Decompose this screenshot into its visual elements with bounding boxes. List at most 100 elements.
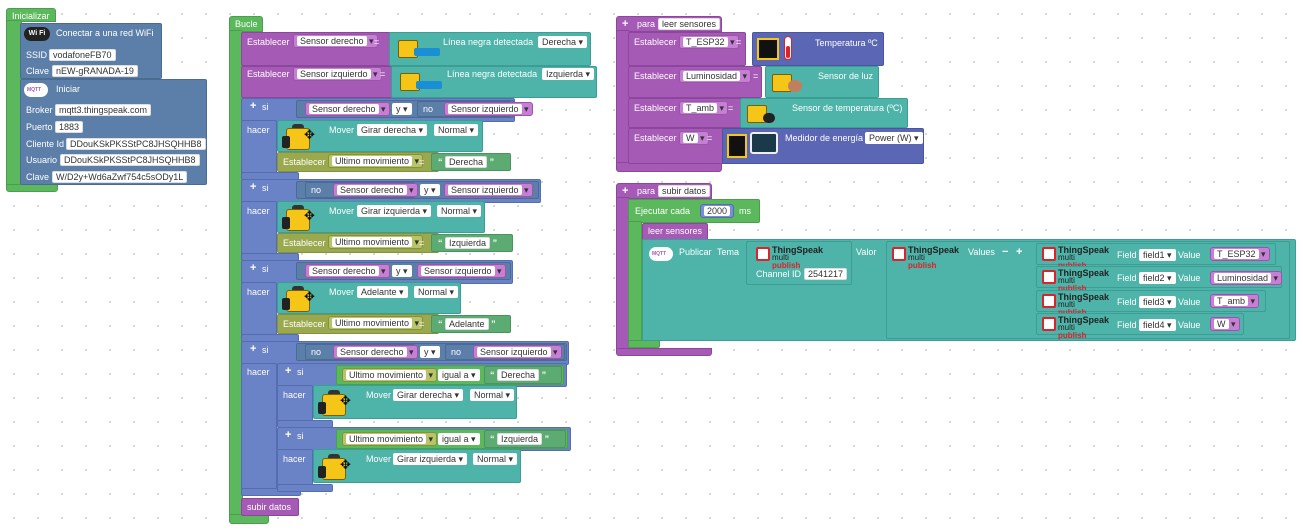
and-op-4[interactable]: y ▾ <box>420 346 440 358</box>
channel-field[interactable]: 2541217 <box>804 268 848 280</box>
var-last-move-1[interactable]: Ultimo movimiento ▾ <box>328 154 424 168</box>
temp-amb-block[interactable] <box>740 98 908 128</box>
move-dir-3[interactable]: Adelante ▾ <box>357 286 408 298</box>
init-block[interactable] <box>6 8 56 22</box>
move-speed-2[interactable]: Normal ▾ <box>437 205 482 217</box>
esp32-board-icon <box>757 38 779 60</box>
cond-b-4[interactable]: Sensor izquierdo ▾ <box>473 345 562 359</box>
and-op-3[interactable]: y ▾ <box>392 265 412 277</box>
port-field[interactable]: 1883 <box>55 121 84 133</box>
cond-a-4[interactable]: Sensor derecho ▾ <box>333 345 418 359</box>
read-plus-icon[interactable]: + <box>622 18 629 30</box>
tema-label: Tema <box>717 247 740 257</box>
line-sensor-option[interactable]: Derecha ▾ <box>538 36 588 48</box>
move-dir-1[interactable]: Girar derecha ▾ <box>357 124 428 136</box>
client-field[interactable]: DDouKSkPKSStPC8JHSQHHB8 <box>66 138 206 150</box>
inner-if-plus-icon-1[interactable]: + <box>285 365 292 377</box>
value-label-4: Value <box>1178 320 1201 330</box>
si-label-2: si <box>262 183 269 193</box>
var-last-move-2[interactable]: Ultimo movimiento ▾ <box>328 235 424 249</box>
read-func-name[interactable]: leer sensores <box>658 18 721 30</box>
cond-a-3[interactable]: Sensor derecho ▾ <box>305 264 390 278</box>
field-select-2[interactable]: field2 ▾ <box>1139 272 1176 284</box>
inner-move-speed-2[interactable]: Normal ▾ <box>473 453 518 465</box>
upload-plus-icon[interactable]: + <box>622 185 629 197</box>
temp-amb-label: Sensor de temperatura (ºC) <box>792 103 903 113</box>
wifi-key-field[interactable]: nEW-gRANADA-19 <box>52 65 138 77</box>
var-sensor-left[interactable]: Sensor izquierdo ▾ <box>293 67 382 81</box>
broker-field[interactable]: mqtt3.thingspeak.com <box>55 104 152 116</box>
var-t-esp32[interactable]: T_ESP32 ▾ <box>679 35 739 49</box>
not-label-2: no <box>311 185 322 195</box>
not-label-4b: no <box>451 347 462 357</box>
field-select-1[interactable]: field1 ▾ <box>1139 249 1176 261</box>
if-plus-icon-3[interactable]: + <box>250 262 257 274</box>
field-select-3[interactable]: field3 ▾ <box>1139 296 1176 308</box>
call-read-label: leer sensores <box>648 226 703 236</box>
var-luminosidad[interactable]: Luminosidad ▾ <box>679 69 752 83</box>
cond-a-1[interactable]: Sensor derecho ▾ <box>305 102 390 116</box>
if-plus-icon-2[interactable]: + <box>250 181 257 193</box>
broker-label: Broker <box>26 105 53 115</box>
every-block[interactable] <box>628 199 760 223</box>
si-label-1: si <box>262 102 269 112</box>
values-minus-icon[interactable]: − <box>1002 246 1009 258</box>
inner-move-dir-1[interactable]: Girar derecha ▾ <box>393 389 464 401</box>
loop-block[interactable] <box>229 16 263 32</box>
var-last-move-3[interactable]: Ultimo movimiento ▾ <box>328 316 424 330</box>
field-select-4[interactable]: field4 ▾ <box>1139 319 1176 331</box>
move-dir-2[interactable]: Girar izquierda ▾ <box>357 205 432 217</box>
user-field[interactable]: DDouKSkPKSStPC8JHSQHHB8 <box>60 154 200 166</box>
var-sensor-right[interactable]: Sensor derecho ▾ <box>293 34 378 48</box>
not-label-1: no <box>423 104 434 114</box>
cond-b-2[interactable]: Sensor izquierdo ▾ <box>444 183 533 197</box>
field-label-2: Field <box>1117 273 1137 283</box>
inner-move-dir-2[interactable]: Girar izquierda ▾ <box>393 453 468 465</box>
set-label-3: Establecer <box>283 157 326 167</box>
field-value-2[interactable]: Luminosidad ▾ <box>1210 271 1283 285</box>
field-value-1[interactable]: T_ESP32 ▾ <box>1210 247 1270 261</box>
inner-if-plus-icon-2[interactable]: + <box>285 429 292 441</box>
mqtt-block[interactable] <box>20 79 207 185</box>
set-w[interactable] <box>628 128 726 164</box>
cond-b-1[interactable]: Sensor izquierdo ▾ <box>444 102 533 116</box>
move-speed-1[interactable]: Normal ▾ <box>434 124 479 136</box>
upload-func-name[interactable]: subir datos <box>658 185 711 197</box>
field-value-3[interactable]: T_amb ▾ <box>1210 294 1260 308</box>
and-op-2[interactable]: y ▾ <box>420 184 440 196</box>
call-upload[interactable] <box>241 498 299 516</box>
var-w[interactable]: W ▾ <box>679 131 709 145</box>
set-label-r1: Establecer <box>634 37 677 47</box>
cond-a-2[interactable]: Sensor derecho ▾ <box>333 183 418 197</box>
inner-foot-2 <box>277 484 333 492</box>
values-plus-icon[interactable]: + <box>1016 246 1023 258</box>
inner-var-1[interactable]: Ultimo movimiento ▾ <box>342 368 438 382</box>
wifi-label: Conectar a una red WiFi <box>56 28 154 38</box>
move-speed-3[interactable]: Normal ▾ <box>414 286 459 298</box>
if-plus-icon-1[interactable]: + <box>250 100 257 112</box>
var-t-amb[interactable]: T_amb ▾ <box>679 101 729 115</box>
ssid-field[interactable]: vodafoneFB70 <box>49 49 116 61</box>
cond-b-3[interactable]: Sensor izquierdo ▾ <box>417 264 506 278</box>
compare-op-2[interactable]: igual a ▾ <box>438 433 480 445</box>
move-arrows-icon-3: ✥ <box>304 289 315 304</box>
temp-esp32-label: Temperatura ºC <box>815 38 878 48</box>
compare-op-1[interactable]: igual a ▾ <box>438 369 480 381</box>
line-sensor-option-2[interactable]: Izquierda ▾ <box>542 68 595 80</box>
and-op-1[interactable]: y ▾ <box>392 103 412 115</box>
inner-var-2[interactable]: Ultimo movimiento ▾ <box>342 432 438 446</box>
pass-field[interactable]: W/D2y+Wd6aZwf754c5sODy1L <box>52 171 188 183</box>
inner-move-label-2: Mover <box>366 454 392 464</box>
every-ms-value[interactable]: 2000 <box>700 204 735 218</box>
set-label-5: Establecer <box>283 319 326 329</box>
field-value-4[interactable]: W ▾ <box>1210 317 1240 331</box>
energy-meter-option[interactable]: Power (W) ▾ <box>865 132 923 144</box>
inner-move-speed-1[interactable]: Normal ▾ <box>470 389 515 401</box>
if-plus-icon-4[interactable]: + <box>250 343 257 355</box>
move-label-3: Mover <box>329 287 355 297</box>
inner-do-side-1 <box>277 385 313 425</box>
init-title: Inicializar <box>12 11 50 21</box>
si-label-4: si <box>262 345 269 355</box>
if-do-side-1 <box>241 120 277 176</box>
mqtt-label: Iniciar <box>56 84 81 94</box>
